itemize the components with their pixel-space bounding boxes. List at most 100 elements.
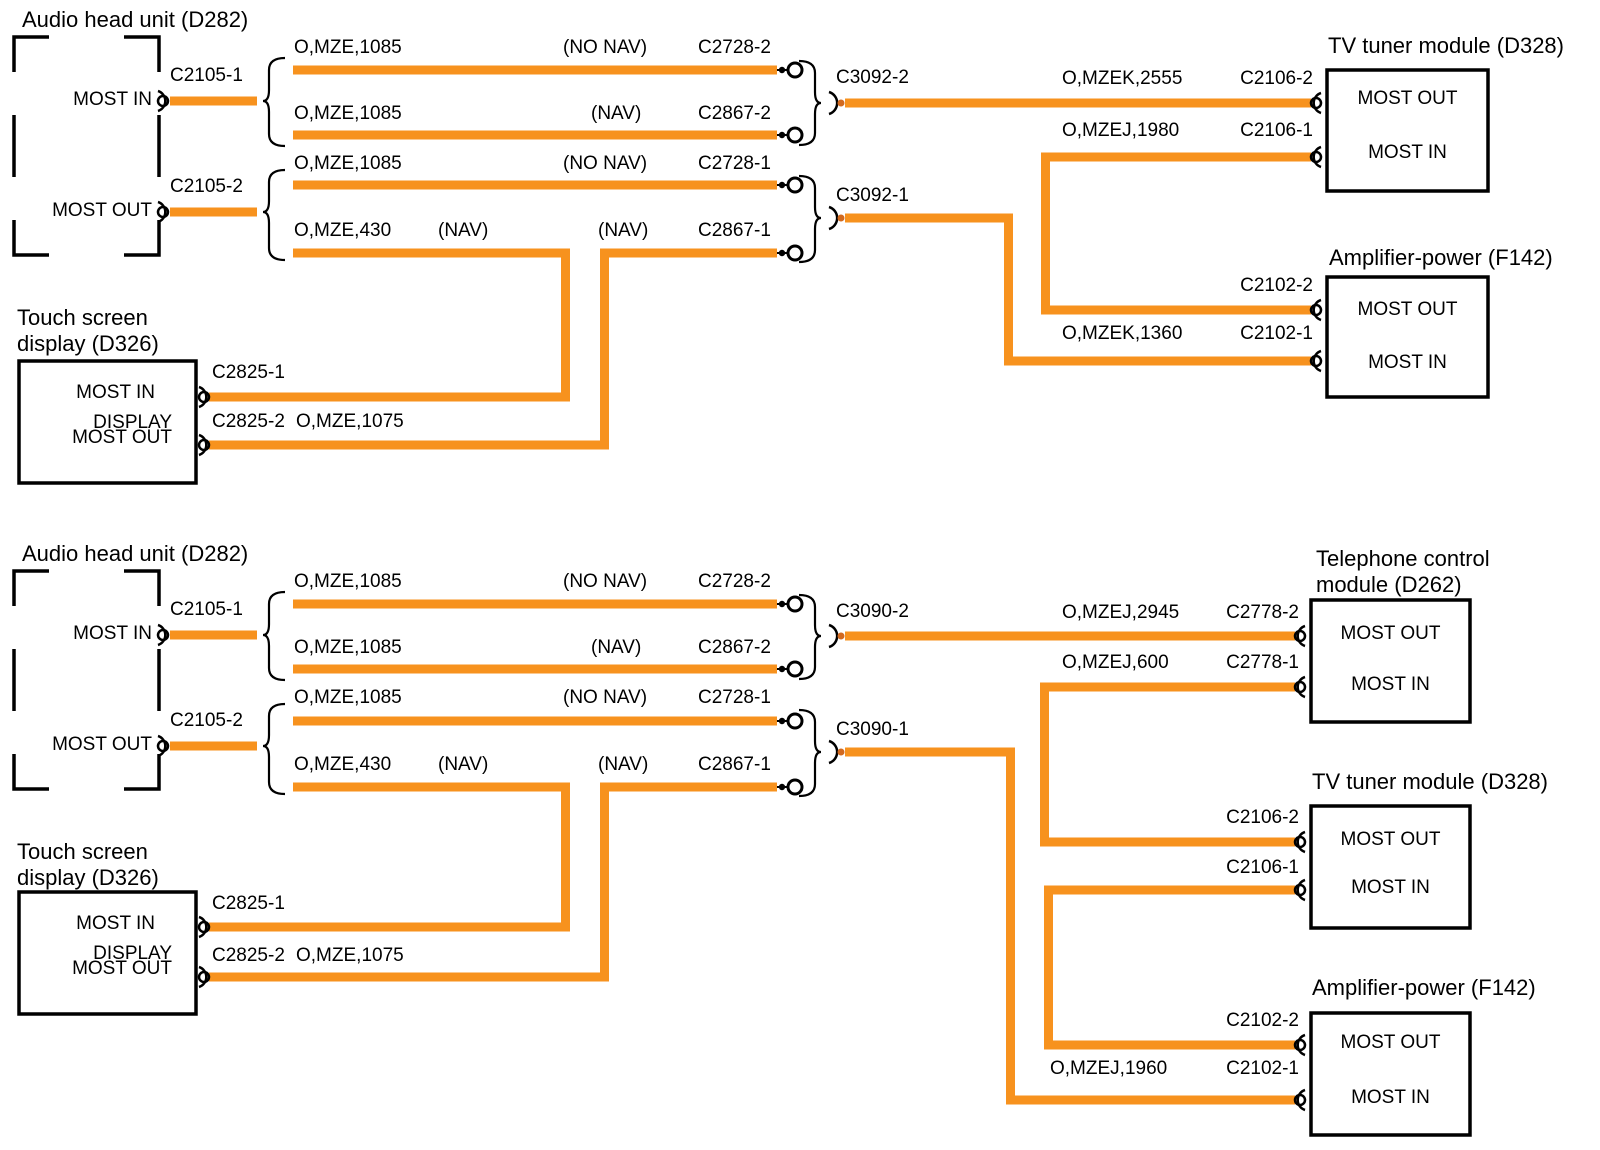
d1-amp-most-in-label: MOST IN	[1368, 352, 1447, 373]
d1-conn-c2105-1-label: C2105-1	[170, 65, 243, 86]
d2-touch-most-in-label: MOST IN	[76, 913, 155, 934]
conn-c2778-2	[1293, 624, 1307, 648]
d1-tv-tuner-title: TV tuner module (D328)	[1328, 33, 1564, 58]
terminal-c2728-1b	[777, 712, 804, 730]
d1-wire-mzej1980-label: O,MZEJ,1980	[1062, 120, 1180, 141]
d1-wire-mze1075-label: O,MZE,1075	[296, 411, 404, 432]
d1-ahu-most-out-label: MOST OUT	[52, 200, 152, 221]
junction-c3090-1	[828, 739, 845, 765]
conn-c2825-2	[197, 433, 211, 457]
d1-touch-most-out-label: MOST OUT	[72, 427, 172, 448]
d1-wire-mzek1360-label: O,MZEK,1360	[1062, 323, 1183, 344]
d2-conn-c2105-1-label: C2105-1	[170, 599, 243, 620]
d2-row1-conn-label: C2728-2	[698, 571, 771, 592]
wire-c3092-1-to-amp-in	[845, 213, 1311, 366]
d2-row3-variant-label: (NO NAV)	[563, 687, 648, 708]
d1-row3-wire-label: O,MZE,1085	[294, 153, 402, 174]
d2-amplifier-box	[1309, 1011, 1472, 1137]
d1-conn-c2106-1-label: C2106-1	[1240, 120, 1313, 141]
d2-conn-c2102-1-label: C2102-1	[1226, 1058, 1299, 1079]
d1-left-brace-top	[262, 56, 286, 148]
junction-c3090-2	[828, 623, 845, 649]
d2-row3-conn-label: C2728-1	[698, 687, 771, 708]
d2-telephone-title-line2: module (D262)	[1316, 572, 1462, 597]
d1-touch-display-label: DISPLAY	[93, 412, 172, 433]
wire-tv-in-to-amp-out	[1041, 152, 1311, 315]
d2-tv-most-in-label: MOST IN	[1351, 877, 1430, 898]
d2-left-brace-bottom	[262, 702, 286, 796]
conn-c2105-1b	[156, 623, 170, 647]
d1-right-brace-top	[798, 59, 822, 147]
d2-row2-variant-label: (NAV)	[591, 637, 642, 658]
d2-touch-most-out-label: MOST OUT	[72, 958, 172, 979]
d2-junction-c3090-2-label: C3090-2	[836, 601, 909, 622]
d2-row2-wire-label: O,MZE,1085	[294, 637, 402, 658]
d2-audio-head-unit-title: Audio head unit (D282)	[22, 541, 249, 566]
d1-tv-most-in-label: MOST IN	[1368, 142, 1447, 163]
d2-row4-conn-label: C2867-1	[698, 754, 771, 775]
d2-amp-most-out-label: MOST OUT	[1340, 1032, 1441, 1053]
d1-row4-wire-label: O,MZE,430	[294, 220, 392, 241]
conn-c2102-1-d1	[1309, 349, 1323, 373]
d2-ahu-most-in-label: MOST IN	[73, 623, 152, 644]
terminal-c2867-1b	[777, 778, 804, 796]
conn-c2102-2-d2	[1293, 1033, 1307, 1057]
d1-junction-c3092-2-label: C3092-2	[836, 67, 909, 88]
d2-touch-title-line1: Touch screen	[17, 839, 148, 864]
d2-row4-variant-label: (NAV)	[438, 754, 489, 775]
d1-row4-conn-label: C2867-1	[698, 220, 771, 241]
d1-touch-most-in-label: MOST IN	[76, 382, 155, 403]
d1-tv-tuner-box	[1325, 68, 1490, 193]
d1-conn-c2825-2-label: C2825-2	[212, 411, 285, 432]
wire-touch-out-to-c2867-1	[209, 248, 777, 450]
row-end-terminals	[777, 61, 804, 796]
d2-conn-c2105-2-label: C2105-2	[170, 710, 243, 731]
d1-row1-conn-label: C2728-2	[698, 37, 771, 58]
d1-conn-c2106-2-label: C2106-2	[1240, 68, 1313, 89]
d1-audio-head-unit-outline	[12, 35, 161, 257]
d1-amplifier-box	[1325, 275, 1490, 399]
d2-conn-c2106-1-label: C2106-1	[1226, 857, 1299, 878]
d2-phone-most-in-label: MOST IN	[1351, 674, 1430, 695]
conn-c2106-2-d2	[1293, 830, 1307, 854]
d1-row2-variant-label: (NAV)	[591, 103, 642, 124]
wire-row4-nav-to-touch-in	[209, 782, 570, 932]
d2-wires	[170, 599, 1295, 1105]
wire-row4-nav-to-touch-in	[209, 248, 570, 402]
d2-row1-variant-label: (NO NAV)	[563, 571, 648, 592]
d2-conn-c2778-2-label: C2778-2	[1226, 602, 1299, 623]
d2-phone-most-out-label: MOST OUT	[1340, 623, 1441, 644]
d1-row1-wire-label: O,MZE,1085	[294, 37, 402, 58]
junction-c3092-1	[828, 205, 845, 231]
d2-wire-mzej1960-label: O,MZEJ,1960	[1050, 1058, 1168, 1079]
terminal-c2728-1	[777, 176, 804, 194]
wire-phone-in-to-tv-out	[1040, 682, 1295, 847]
conn-c2102-2-d1	[1309, 298, 1323, 322]
d2-tv-most-out-label: MOST OUT	[1340, 829, 1441, 850]
conn-c2105-1	[156, 89, 170, 113]
conn-c2778-1	[1293, 675, 1307, 699]
d2-junction-c3090-1-label: C3090-1	[836, 719, 909, 740]
d2-conn-c2825-2-label: C2825-2	[212, 945, 285, 966]
d2-tv-tuner-title: TV tuner module (D328)	[1312, 769, 1548, 794]
braces	[262, 56, 822, 798]
conn-c2102-1-d2	[1293, 1088, 1307, 1112]
d2-touch-display-label: DISPLAY	[93, 943, 172, 964]
d2-amplifier-title: Amplifier-power (F142)	[1312, 975, 1536, 1000]
terminal-c2867-2b	[777, 660, 804, 678]
d1-amp-most-out-label: MOST OUT	[1357, 299, 1458, 320]
conn-c2825-2b	[197, 965, 211, 989]
d1-row2-conn-label: C2867-2	[698, 103, 771, 124]
d2-amp-most-in-label: MOST IN	[1351, 1087, 1430, 1108]
conn-c2106-2-d1	[1309, 91, 1323, 115]
terminal-c2728-2b	[777, 595, 804, 613]
conn-c2105-2	[156, 200, 170, 224]
d1-junction-c3092-1-label: C3092-1	[836, 185, 909, 206]
terminal-c2867-2	[777, 126, 804, 144]
d2-row2-conn-label: C2867-2	[698, 637, 771, 658]
wire-tv-in-to-amp-out	[1044, 885, 1295, 1050]
d2-tv-tuner-box	[1309, 804, 1472, 930]
d1-amplifier-title: Amplifier-power (F142)	[1329, 245, 1553, 270]
conn-c2106-1-d2	[1293, 878, 1307, 902]
